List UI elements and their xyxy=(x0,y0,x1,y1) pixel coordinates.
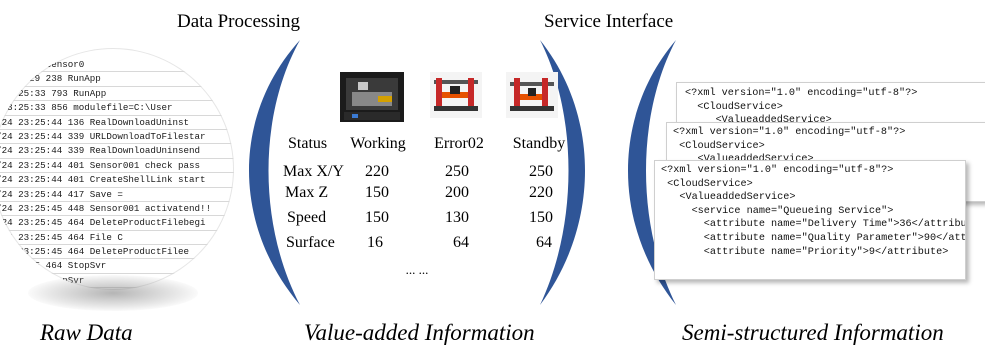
xml-card-back-lines: <?xml version="1.0" encoding="utf-8"?> <… xyxy=(677,83,985,128)
cell-working-speed: 150 xyxy=(365,209,389,226)
printer-error-image xyxy=(430,72,482,118)
xml-line: <?xml version="1.0" encoding="utf-8"?> xyxy=(685,88,918,99)
cell-error02-speed: 130 xyxy=(445,209,469,226)
cell-error02-maxz: 200 xyxy=(445,184,469,201)
col-header-working: Working xyxy=(350,135,406,152)
cell-working-maxz: 150 xyxy=(365,184,389,201)
log-lines: 25:25:21 474 Sensor0/24 23:25:29 238 Run… xyxy=(0,58,234,290)
cell-working-surface: 16 xyxy=(367,234,383,251)
row-label-surface: Surface xyxy=(286,234,335,251)
cell-error02-surface: 64 xyxy=(453,234,469,251)
raw-data-log-circle: 25:25:21 474 Sensor0/24 23:25:29 238 Run… xyxy=(0,48,234,290)
log-line: 15/7/24 23:25:44 401 Sensor001 check pas… xyxy=(0,159,234,174)
right-bracket-processing xyxy=(540,40,585,305)
cell-standby-surface: 64 xyxy=(536,234,552,251)
xml-line: <ValueaddedService> xyxy=(661,192,796,204)
log-line: 15/7/24 23:25:45 464 DeleteProductFilee xyxy=(0,245,234,260)
log-line: 15/7/24 23:25:45 464 File C xyxy=(0,231,234,246)
row-label-speed: Speed xyxy=(287,209,327,226)
log-line: 15/7/24 23:25:44 417 Save = xyxy=(0,188,234,202)
log-line: 15/7/24 23:25:44 136 RealDownloadUninst xyxy=(0,116,234,130)
xml-line: <attribute name="Delivery Time">36</attr… xyxy=(661,219,966,231)
xml-card-front-lines: <?xml version="1.0" encoding="utf-8"?> <… xyxy=(655,161,965,259)
col-header-standby: Standby xyxy=(512,135,566,152)
xml-line: <attribute name="Quality Parameter">90</… xyxy=(703,232,966,244)
col-header-error02: Error02 xyxy=(434,135,484,152)
printer-standby-image xyxy=(506,72,558,118)
left-bracket-service xyxy=(628,40,676,305)
xml-line: <CloudService> xyxy=(661,178,753,190)
xml-line: <CloudService> xyxy=(685,101,783,113)
log-line: 7/24 23:25:33 856 modulefile=C:\User xyxy=(0,101,234,116)
cell-working-maxxy: 220 xyxy=(365,163,389,180)
left-bracket-processing xyxy=(249,40,300,305)
xml-line: <CloudService> xyxy=(673,140,765,152)
printer-working-image xyxy=(340,72,404,122)
log-circle-shadow xyxy=(28,275,198,311)
log-line: /24 23:25:29 238 RunApp xyxy=(0,72,234,87)
row-label-max-z: Max Z xyxy=(285,184,329,201)
cell-standby-maxz: 220 xyxy=(529,184,553,201)
log-line: 25:25:21 474 Sensor0 xyxy=(0,58,234,73)
log-line: /24 23:25:45 464 StopSvr xyxy=(0,259,234,274)
caption-value-added: Value-added Information xyxy=(304,320,535,345)
caption-raw-data: Raw Data xyxy=(40,320,133,345)
cell-standby-speed: 150 xyxy=(529,209,553,226)
xml-line: <attribute name="Priority">9</attribute> xyxy=(661,246,949,258)
cell-standby-maxxy: 250 xyxy=(529,163,553,180)
xml-line: <service name="Queueing Service"> xyxy=(661,205,894,217)
log-line: 15/7/24 23:25:44 339 URLDownloadToFilest… xyxy=(0,130,234,145)
xml-card-front: <?xml version="1.0" encoding="utf-8"?> <… xyxy=(654,160,966,280)
log-line: 15/7/24 23:25:45 464 DeleteProductFilebe… xyxy=(0,216,234,231)
xml-card-middle-lines: <?xml version="1.0" encoding="utf-8"?> <… xyxy=(667,123,985,167)
log-line: 15/7/24 23:25:44 339 RealDownloadUninsen… xyxy=(0,144,234,159)
log-line: 15/7/24 23:25:44 401 CreateShellLink sta… xyxy=(0,173,234,188)
xml-line: <ValueaddedService> xyxy=(685,115,832,127)
xml-line: <ValueaddedService> xyxy=(673,153,985,167)
log-line: 15/7/24 23:25:45 448 Sensor001 activaten… xyxy=(0,202,234,217)
data-processing-label: Data Processing xyxy=(177,11,300,32)
row-label-max-xy: Max X/Y xyxy=(283,163,344,180)
caption-semi-structured: Semi-structured Information xyxy=(682,320,944,345)
log-line: 7/24 23:25:33 793 RunApp xyxy=(0,87,234,102)
xml-line: <?xml version="1.0" encoding="utf-8"?> xyxy=(661,165,894,176)
xml-line: <?xml version="1.0" encoding="utf-8"?> xyxy=(673,127,906,138)
table-ellipsis: ... ... xyxy=(405,262,429,277)
row-label-status: Status xyxy=(288,135,328,152)
service-interface-label: Service Interface xyxy=(544,11,674,32)
cell-error02-maxxy: 250 xyxy=(445,163,469,180)
